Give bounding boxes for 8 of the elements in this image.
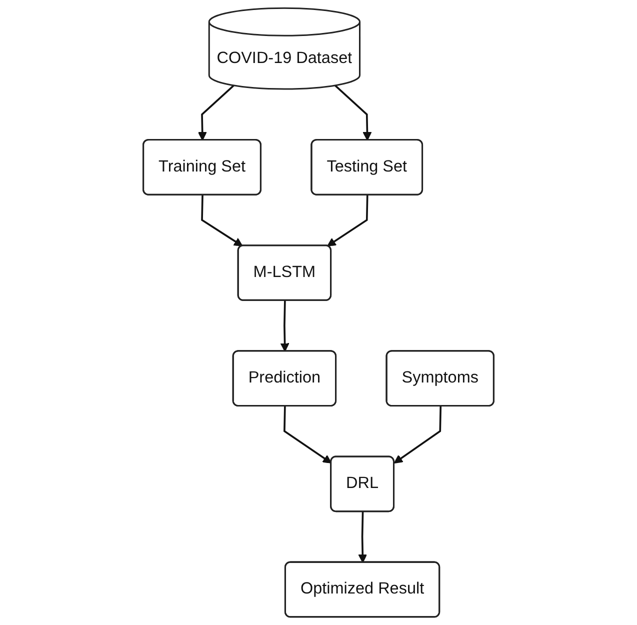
arrow — [334, 84, 372, 141]
arrow — [327, 195, 368, 246]
arrow — [280, 300, 290, 352]
arrow — [284, 406, 332, 464]
arrow — [358, 512, 368, 563]
arrow — [394, 406, 442, 464]
arrow — [201, 195, 243, 246]
arrow — [198, 84, 234, 141]
